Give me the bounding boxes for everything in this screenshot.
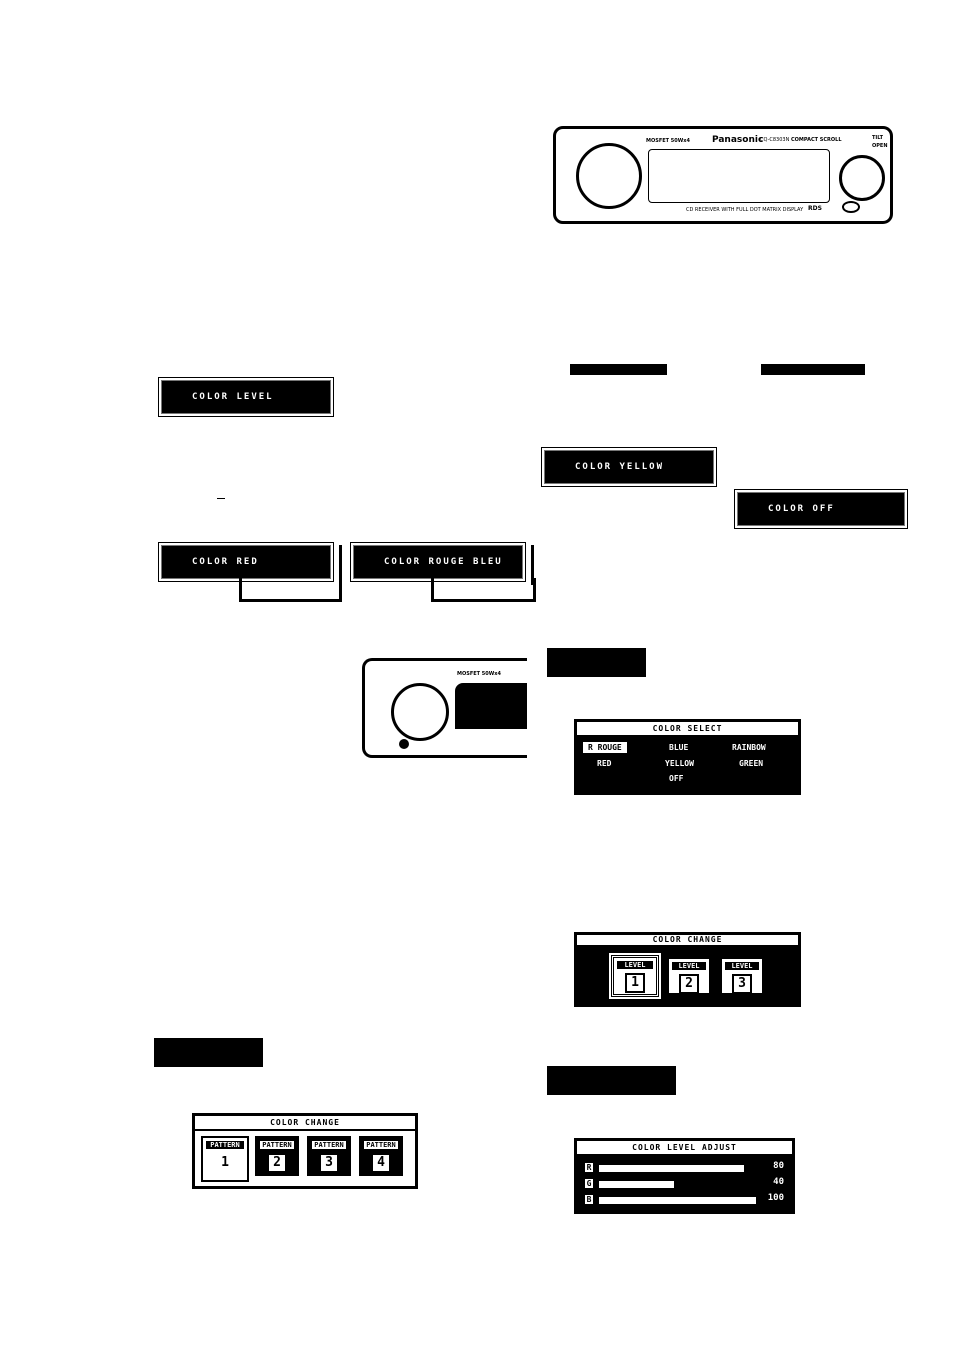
radio-faceplate: MOSFET 50Wx4 Panasonic CQ-C8303N COMPACT… [553,126,893,224]
connector-line [531,545,534,585]
tile-number: 1 [221,1155,229,1170]
tile-number: 3 [732,974,752,994]
section-heading [547,648,646,677]
tilt-label: TILT [872,135,884,141]
tile-label: PATTERN [206,1141,244,1149]
level-row[interactable]: R 80 [585,1161,784,1174]
level-row[interactable]: G 40 [585,1177,784,1190]
tile-label: PATTERN [312,1141,346,1149]
level-tile[interactable]: LEVEL 2 [667,957,711,995]
tile-number: 2 [267,1153,287,1173]
select-item[interactable]: R ROUGE [583,742,627,753]
screen-title: COLOR SELECT [577,722,798,737]
connector-line [431,578,536,602]
row-value: 80 [773,1161,784,1171]
screen-title: COLOR CHANGE [577,935,798,947]
level-tile[interactable]: LEVEL 3 [720,957,764,995]
open-label: OPEN [872,143,888,149]
display-text: COLOR ROUGE BLEU [384,557,503,567]
tile-label: LEVEL [672,962,706,970]
volume-dial[interactable] [391,683,449,741]
screen-title: COLOR LEVEL ADJUST [577,1141,792,1156]
screen-title: COLOR CHANGE [195,1116,415,1131]
screen-color-change-pattern: COLOR CHANGE PATTERN 1 PATTERN 2 PATTERN… [192,1113,418,1189]
radio-faceplate-detail: MOSFET 50Wx4 [362,658,527,758]
display-text: COLOR YELLOW [575,462,665,472]
display-button[interactable] [399,739,409,749]
screen-color-level-adjust: COLOR LEVEL ADJUST R 80 G 40 B 100 [574,1138,795,1214]
select-item[interactable]: RED [597,759,612,768]
level-bar[interactable] [599,1165,744,1172]
joystick-button[interactable] [839,155,885,201]
connector-line [239,578,342,602]
tile-number: 1 [625,973,645,993]
brand-logo: Panasonic [712,135,764,145]
tile-number: 2 [679,974,699,994]
screen-color-select: COLOR SELECT R ROUGE BLUE RAINBOW RED YE… [574,719,801,795]
row-letter: R [585,1163,593,1172]
radio-display-window [648,149,830,203]
select-item[interactable]: RAINBOW [732,743,766,752]
tile-label: PATTERN [260,1141,294,1149]
radio-display-window [455,683,527,729]
section-heading [154,1038,263,1067]
tile-label: LEVEL [725,962,759,970]
level-row[interactable]: B 100 [585,1193,784,1206]
row-letter: B [585,1195,593,1204]
model-label: CQ-C8303N [760,137,790,143]
volume-dial[interactable] [576,143,642,209]
screen-color-change-level: COLOR CHANGE LEVEL 1 LEVEL 2 LEVEL 3 [574,932,801,1007]
left-label: MOSFET 50Wx4 [646,138,690,144]
display-color-off: COLOR OFF [737,492,905,526]
left-label: MOSFET 50Wx4 [457,671,501,677]
heading-bar [761,364,865,375]
tile-number: 4 [371,1153,391,1173]
pattern-tile[interactable]: PATTERN 1 [201,1136,249,1182]
tagline: CD RECEIVER WITH FULL DOT MATRIX DISPLAY [686,207,804,213]
dash-mark [217,498,225,499]
tile-label: PATTERN [364,1141,398,1149]
right-label: COMPACT SCROLL [791,137,842,143]
level-bar[interactable] [599,1181,674,1188]
eject-button[interactable] [842,201,860,213]
select-item[interactable]: BLUE [669,743,689,752]
rds-label: RDS [808,205,822,212]
pattern-tile[interactable]: PATTERN 2 [255,1136,299,1176]
display-color-yellow: COLOR YELLOW [544,450,714,484]
heading-bar [570,364,667,375]
row-value: 100 [767,1193,784,1203]
display-color-level: COLOR LEVEL [161,380,331,414]
display-text: COLOR RED [192,557,259,567]
select-item[interactable]: YELLOW [665,759,694,768]
level-bar[interactable] [599,1197,756,1204]
section-heading [547,1066,676,1095]
row-value: 40 [773,1177,784,1187]
select-item[interactable]: OFF [669,774,684,783]
tile-label: LEVEL [617,961,653,969]
display-text: COLOR LEVEL [192,392,274,402]
connector-line [339,545,342,585]
pattern-tile[interactable]: PATTERN 3 [307,1136,351,1176]
select-item[interactable]: GREEN [739,759,764,768]
row-letter: G [585,1179,593,1188]
display-text: COLOR OFF [768,504,835,514]
display-color-rouge: COLOR ROUGE BLEU [353,545,523,579]
tile-number: 3 [319,1153,339,1173]
display-color-red: COLOR RED [161,545,331,579]
level-tile[interactable]: LEVEL 1 [609,953,661,999]
pattern-tile[interactable]: PATTERN 4 [359,1136,403,1176]
